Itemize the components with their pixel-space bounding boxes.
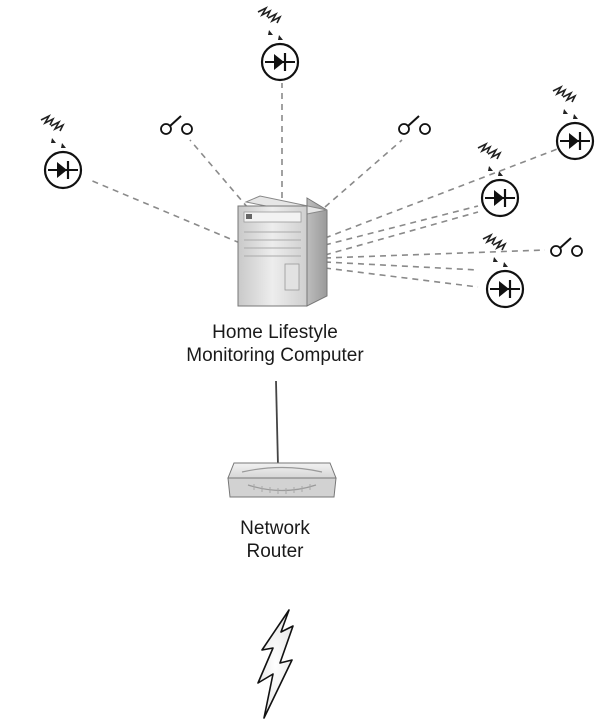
server-tower-icon [237, 195, 328, 307]
router-label: Network Router [180, 517, 370, 563]
router-label-line1: Network [240, 518, 310, 539]
sensor-link [89, 179, 241, 244]
computer-label: Home Lifestyle Monitoring Computer [130, 321, 420, 367]
sensor-link [324, 205, 479, 246]
router-label-line2: Router [246, 541, 304, 562]
open-switch-sensor-icon [550, 237, 583, 257]
photodiode-sensor-icon [481, 233, 525, 309]
computer-label-line2: Monitoring Computer [186, 345, 364, 366]
computer-label-line1: Home Lifestyle [212, 322, 338, 343]
open-switch-sensor-icon [398, 115, 431, 135]
sensor-link [324, 139, 403, 208]
photodiode-sensor-icon [551, 85, 595, 161]
photodiode-sensor-icon [39, 114, 83, 190]
open-switch-sensor-icon [160, 115, 193, 135]
sensor-link [189, 139, 249, 209]
sensor-link [324, 211, 479, 256]
sensor-connections [89, 83, 561, 288]
network-router-icon [227, 462, 337, 498]
sensor-link [324, 267, 479, 288]
photodiode-sensor-icon [476, 142, 520, 218]
sensor-link [324, 147, 561, 239]
lightning-bolt-icon [257, 609, 294, 719]
sensor-link [324, 249, 546, 259]
photodiode-sensor-icon [256, 6, 300, 82]
computer-router-link [275, 380, 279, 467]
sensor-link [324, 261, 479, 271]
